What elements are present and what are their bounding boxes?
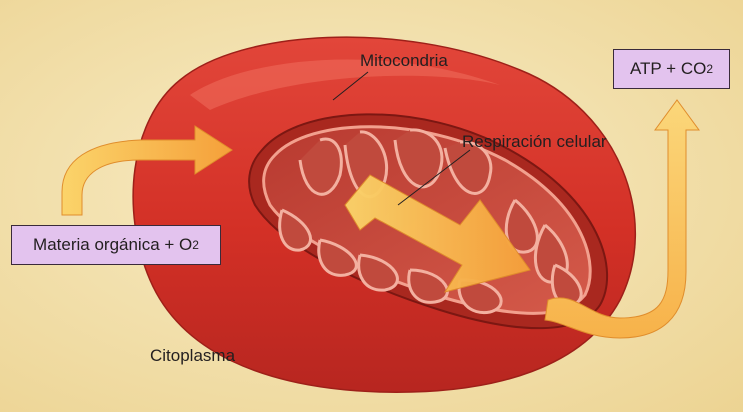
output-text: ATP + CO [629,59,707,78]
respiration-arrow [344,174,531,293]
mitochondria-label: Mitocondria [360,51,448,70]
mitochondria-leader-line [332,71,369,101]
respiration-label: Respiración celular [462,132,607,151]
cytoplasm-label: Citoplasma [150,346,236,365]
respiration-leader-line [397,149,471,206]
output-subscript: 2 [706,62,714,76]
membrane-highlight [190,59,500,110]
cristae [278,128,583,315]
input-subscript: 2 [192,238,199,252]
output-arrow [544,99,700,339]
input-text: Materia orgánica + O [33,235,193,254]
input-arrow [61,125,233,216]
